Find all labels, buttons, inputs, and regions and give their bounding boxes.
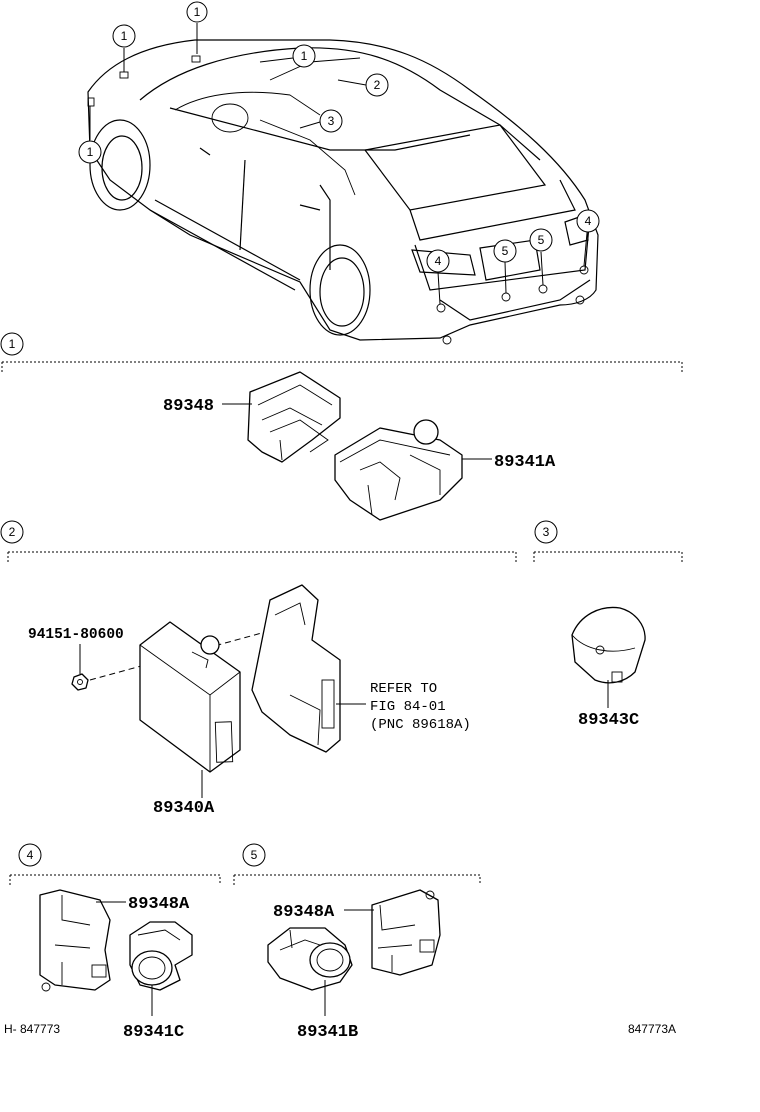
section-3-marker: 3 [534,520,558,544]
sensor-89341B-drawing [267,927,353,991]
part-number-89341B: 89341B [297,1023,358,1042]
section-1: 1 89348 89341A [0,332,683,521]
bracket-89348-drawing [247,371,341,463]
footer-left-code: H- 847773 [4,1022,60,1036]
part-number-89348: 89348 [163,397,214,416]
sensor-89341A-drawing [334,419,463,521]
ecu-bracket-drawing [251,584,341,753]
svg-text:1: 1 [301,49,308,63]
holder-89348A-drawing-a [39,889,111,992]
svg-text:4: 4 [435,254,442,268]
ecu-89340A-drawing [139,621,241,773]
svg-text:5: 5 [538,233,545,247]
part-number-89343C: 89343C [578,711,639,730]
svg-text:3: 3 [543,525,550,539]
sensor-89341C-drawing [129,921,193,991]
svg-text:1: 1 [9,337,16,351]
svg-text:4: 4 [27,848,34,862]
section-5: 5 89341B 89348A [233,843,481,1042]
svg-text:1: 1 [194,5,201,19]
section-1-marker: 1 [0,332,24,356]
svg-text:5: 5 [502,244,509,258]
callout-3: 3 [319,109,343,133]
part-number-94151-80600: 94151-80600 [28,627,124,643]
callout-5a: 5 [493,239,517,263]
part-number-89348A-section5: 89348A [273,903,335,922]
part-number-89348A-section4: 89348A [128,895,190,914]
refer-note-line2: FIG 84-01 [370,699,446,715]
part-number-89340A: 89340A [153,799,215,818]
part-number-89341A: 89341A [494,453,556,472]
svg-text:4: 4 [585,214,592,228]
callout-5b: 5 [529,228,553,252]
callout-2: 2 [365,73,389,97]
footer-right-code: 847773A [628,1022,676,1036]
section-5-marker: 5 [242,843,266,867]
vehicle-illustration [87,23,599,345]
callout-1a: 1 [112,24,136,48]
callout-4b: 4 [576,209,600,233]
refer-note-line1: REFER TO [370,681,437,697]
callout-1c: 1 [78,140,102,164]
section-2-marker: 2 [0,520,24,544]
svg-text:2: 2 [9,525,16,539]
svg-text:3: 3 [328,114,335,128]
sensor-89343C-drawing [571,606,646,684]
refer-note-line3: (PNC 89618A) [370,717,471,733]
svg-text:2: 2 [374,78,381,92]
section-3: 3 89343C [533,520,683,730]
part-number-89341C: 89341C [123,1023,184,1042]
section-4: 4 89348A 89341C [9,843,221,1042]
callout-1d: 1 [292,44,316,68]
section-4-marker: 4 [18,843,42,867]
svg-text:5: 5 [251,848,258,862]
svg-text:1: 1 [87,145,94,159]
callout-1b: 1 [186,1,208,23]
nut-94151-80600-drawing [71,673,89,691]
callout-4a: 4 [426,249,450,273]
holder-89348A-drawing-b [371,889,441,976]
svg-text:1: 1 [121,29,128,43]
section-2: 2 94151-80600 89340A REFER TO [0,520,517,818]
